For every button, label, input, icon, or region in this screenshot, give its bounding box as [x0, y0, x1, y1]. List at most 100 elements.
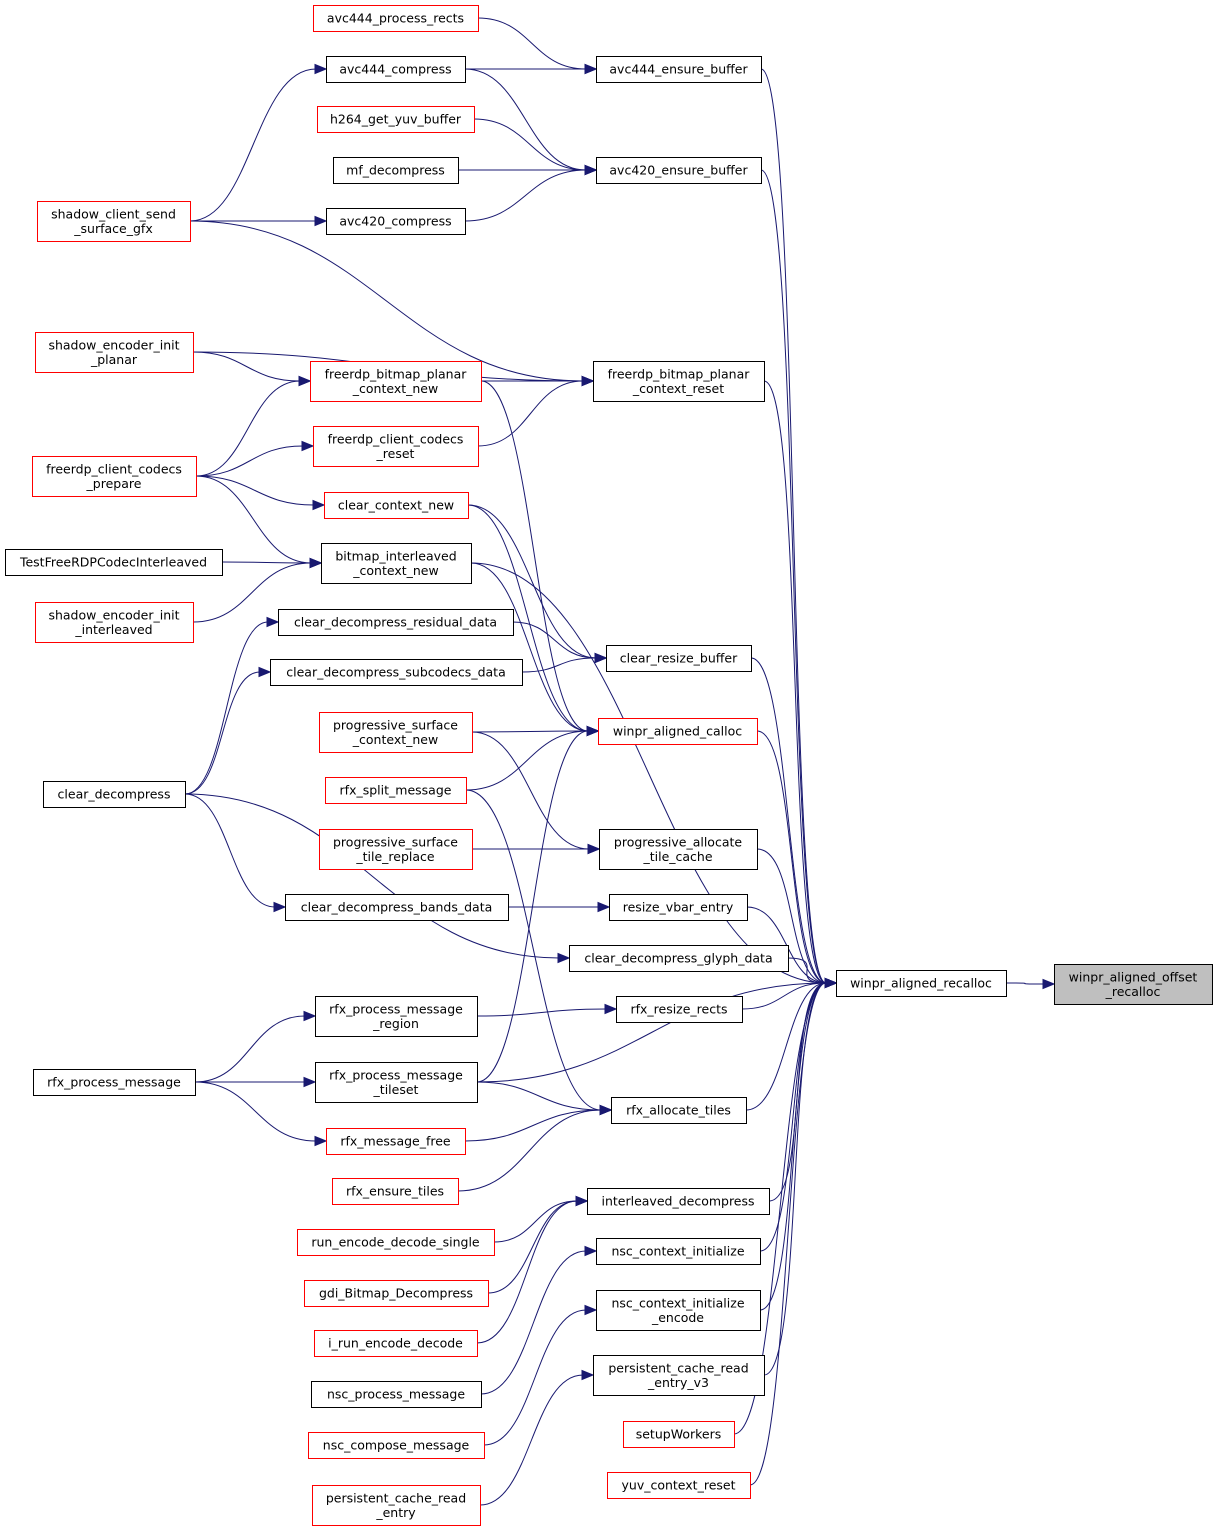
edge-arrowhead — [312, 499, 326, 511]
node-rfx-process-message[interactable]: rfx_process_message — [33, 1069, 196, 1096]
node-progressive-allocate-tile-cache[interactable]: progressive_allocate_tile_cache — [599, 829, 758, 870]
node-interleaved-decompress[interactable]: interleaved_decompress — [587, 1188, 770, 1215]
node-progressive-surface-context-new[interactable]: progressive_surface_context_new — [319, 712, 473, 753]
node-label: bitmap_interleaved — [335, 548, 456, 563]
edge-i-run-encode-decode-to-interleaved-decompress — [476, 1195, 589, 1344]
node-persistent-cache-read-entry-v3[interactable]: persistent_cache_read_entry_v3 — [593, 1355, 765, 1396]
node-clear-resize-buffer[interactable]: clear_resize_buffer — [606, 645, 752, 672]
edge-rfx-process-message-to-rfx-message-free — [194, 1081, 328, 1147]
node-box — [611, 1097, 747, 1124]
node-box — [596, 1290, 761, 1331]
node-rfx-allocate-tiles[interactable]: rfx_allocate_tiles — [611, 1097, 747, 1124]
node-nsc-context-initialize-encode[interactable]: nsc_context_initialize_encode — [596, 1290, 761, 1331]
node-label: gdi_Bitmap_Decompress — [319, 1286, 473, 1301]
node-interleaved-context-new[interactable]: bitmap_interleaved_context_new — [321, 543, 472, 584]
edge-line — [763, 982, 827, 1376]
node-label: yuv_context_reset — [622, 1478, 736, 1493]
edge-clear-decompress-to-clear-decompress-bands-data — [184, 793, 287, 913]
node-label: clear_decompress_subcodecs_data — [286, 665, 505, 680]
edge-rfx-process-message-to-rfx-process-message-region — [194, 1010, 317, 1083]
node-label: _recalloc — [1105, 984, 1161, 999]
node-label: freerdp_client_codecs — [328, 431, 464, 446]
node-label: clear_decompress_residual_data — [294, 615, 497, 630]
node-clear-decompress[interactable]: clear_decompress — [43, 781, 186, 808]
edge-run-encode-decode-single-to-interleaved-decompress — [493, 1195, 589, 1243]
node-rfx-process-message-region[interactable]: rfx_process_message_region — [315, 996, 478, 1037]
node-shadow-client-send-surface-gfx[interactable]: shadow_client_send_surface_gfx — [37, 201, 191, 242]
node-testfreerdpcodecinterleaved[interactable]: TestFreeRDPCodecInterleaved — [5, 549, 223, 576]
node-clear-decompress-glyph-data[interactable]: clear_decompress_glyph_data — [569, 945, 789, 972]
node-box — [606, 645, 752, 672]
node-label: _tile_replace — [355, 849, 435, 864]
node-avc420-compress[interactable]: avc420_compress — [326, 208, 466, 235]
node-clear-context-new[interactable]: clear_context_new — [324, 492, 469, 519]
edge-clear-decompress-subcodecs-data-to-clear-resize-buffer — [521, 652, 608, 673]
edge-arrowhead — [584, 1304, 598, 1316]
node-client-codecs-reset[interactable]: freerdp_client_codecs_reset — [313, 426, 479, 467]
node-label: mf_decompress — [346, 163, 445, 178]
node-box — [35, 332, 194, 373]
node-avc444-ensure-buffer[interactable]: avc444_ensure_buffer — [596, 56, 762, 83]
node-nsc-context-initialize[interactable]: nsc_context_initialize — [596, 1238, 761, 1265]
node-progressive-surface-tile-replace[interactable]: progressive_surface_tile_replace — [319, 829, 473, 870]
node-clear-decompress-subcodecs-data[interactable]: clear_decompress_subcodecs_data — [270, 659, 523, 686]
edge-arrowhead — [581, 1369, 595, 1381]
node-label: _encode — [651, 1310, 704, 1325]
node-shadow-encoder-init-interleaved[interactable]: shadow_encoder_init_interleaved — [35, 602, 194, 643]
node-gdi-bitmap-decompress[interactable]: gdi_Bitmap_Decompress — [304, 1280, 489, 1307]
node-rfx-message-free[interactable]: rfx_message_free — [326, 1128, 466, 1155]
node-box — [598, 718, 758, 745]
node-label: _surface_gfx — [73, 221, 152, 236]
node-clear-decompress-bands-data[interactable]: clear_decompress_bands_data — [285, 894, 509, 921]
node-persistent-cache-read-entry[interactable]: persistent_cache_read_entry — [312, 1485, 481, 1526]
node-label: _context_new — [352, 381, 438, 396]
edge-line — [470, 562, 589, 732]
node-box — [315, 1062, 478, 1103]
node-label: progressive_allocate — [614, 834, 742, 849]
edge-line — [192, 351, 301, 382]
node-planar-context-reset[interactable]: freerdp_bitmap_planar_context_reset — [593, 361, 765, 402]
node-clear-decompress-residual-data[interactable]: clear_decompress_residual_data — [278, 609, 514, 636]
edge-shadow-encoder-init-interleaved-to-interleaved-context-new — [192, 557, 323, 623]
edge-rfx-process-message-tileset-to-winpr-aligned-calloc — [476, 725, 600, 1083]
node-nsc-compose-message[interactable]: nsc_compose_message — [308, 1432, 485, 1459]
edge-line — [477, 380, 584, 447]
node-setupworkers[interactable]: setupWorkers — [623, 1421, 735, 1448]
node-avc444-compress[interactable]: avc444_compress — [326, 56, 466, 83]
edge-arrowhead — [298, 375, 312, 387]
node-box — [317, 106, 475, 133]
edge-line — [480, 380, 589, 732]
edge-line — [195, 475, 315, 506]
edge-avc420-compress-to-avc420-ensure-buffer — [464, 164, 598, 222]
edge-line — [750, 657, 827, 984]
node-client-codecs-prepare[interactable]: freerdp_client_codecs_prepare — [32, 456, 197, 497]
node-box — [596, 157, 762, 184]
node-planar-context-new[interactable]: freerdp_bitmap_planar_context_new — [310, 361, 482, 402]
node-label: rfx_split_message — [340, 783, 452, 798]
node-yuv-context-reset[interactable]: yuv_context_reset — [607, 1472, 751, 1499]
node-avc444-process-rects[interactable]: avc444_process_rects — [313, 5, 479, 32]
edge-avc444-ensure-buffer-to-recalloc — [760, 68, 838, 989]
node-box — [593, 1355, 765, 1396]
node-label: freerdp_client_codecs — [46, 461, 182, 476]
edge-arrowhead — [303, 1076, 317, 1088]
node-i-run-encode-decode[interactable]: i_run_encode_decode — [314, 1330, 478, 1357]
node-mf-decompress[interactable]: mf_decompress — [333, 157, 459, 184]
node-h264-get-yuv-buffer[interactable]: h264_get_yuv_buffer — [317, 106, 475, 133]
node-resize-vbar-entry[interactable]: resize_vbar_entry — [609, 894, 748, 921]
node-label: TestFreeRDPCodecInterleaved — [19, 555, 207, 570]
node-winpr-aligned-calloc[interactable]: winpr_aligned_calloc — [598, 718, 758, 745]
node-rfx-ensure-tiles[interactable]: rfx_ensure_tiles — [332, 1178, 459, 1205]
node-rfx-split-message[interactable]: rfx_split_message — [325, 777, 467, 804]
node-rfx-process-message-tileset[interactable]: rfx_process_message_tileset — [315, 1062, 478, 1103]
node-avc420-ensure-buffer[interactable]: avc420_ensure_buffer — [596, 157, 762, 184]
node-recalloc[interactable]: winpr_aligned_recalloc — [836, 970, 1007, 997]
edge-arrowhead — [584, 63, 598, 75]
node-label: rfx_allocate_tiles — [626, 1103, 731, 1118]
node-label: shadow_encoder_init — [48, 607, 179, 622]
node-rfx-resize-rects[interactable]: rfx_resize_rects — [616, 996, 743, 1023]
node-nsc-process-message[interactable]: nsc_process_message — [311, 1381, 482, 1408]
edge-arrowhead — [557, 952, 571, 964]
node-run-encode-decode-single[interactable]: run_encode_decode_single — [297, 1229, 495, 1256]
node-shadow-encoder-init-planar[interactable]: shadow_encoder_init_planar — [35, 332, 194, 373]
